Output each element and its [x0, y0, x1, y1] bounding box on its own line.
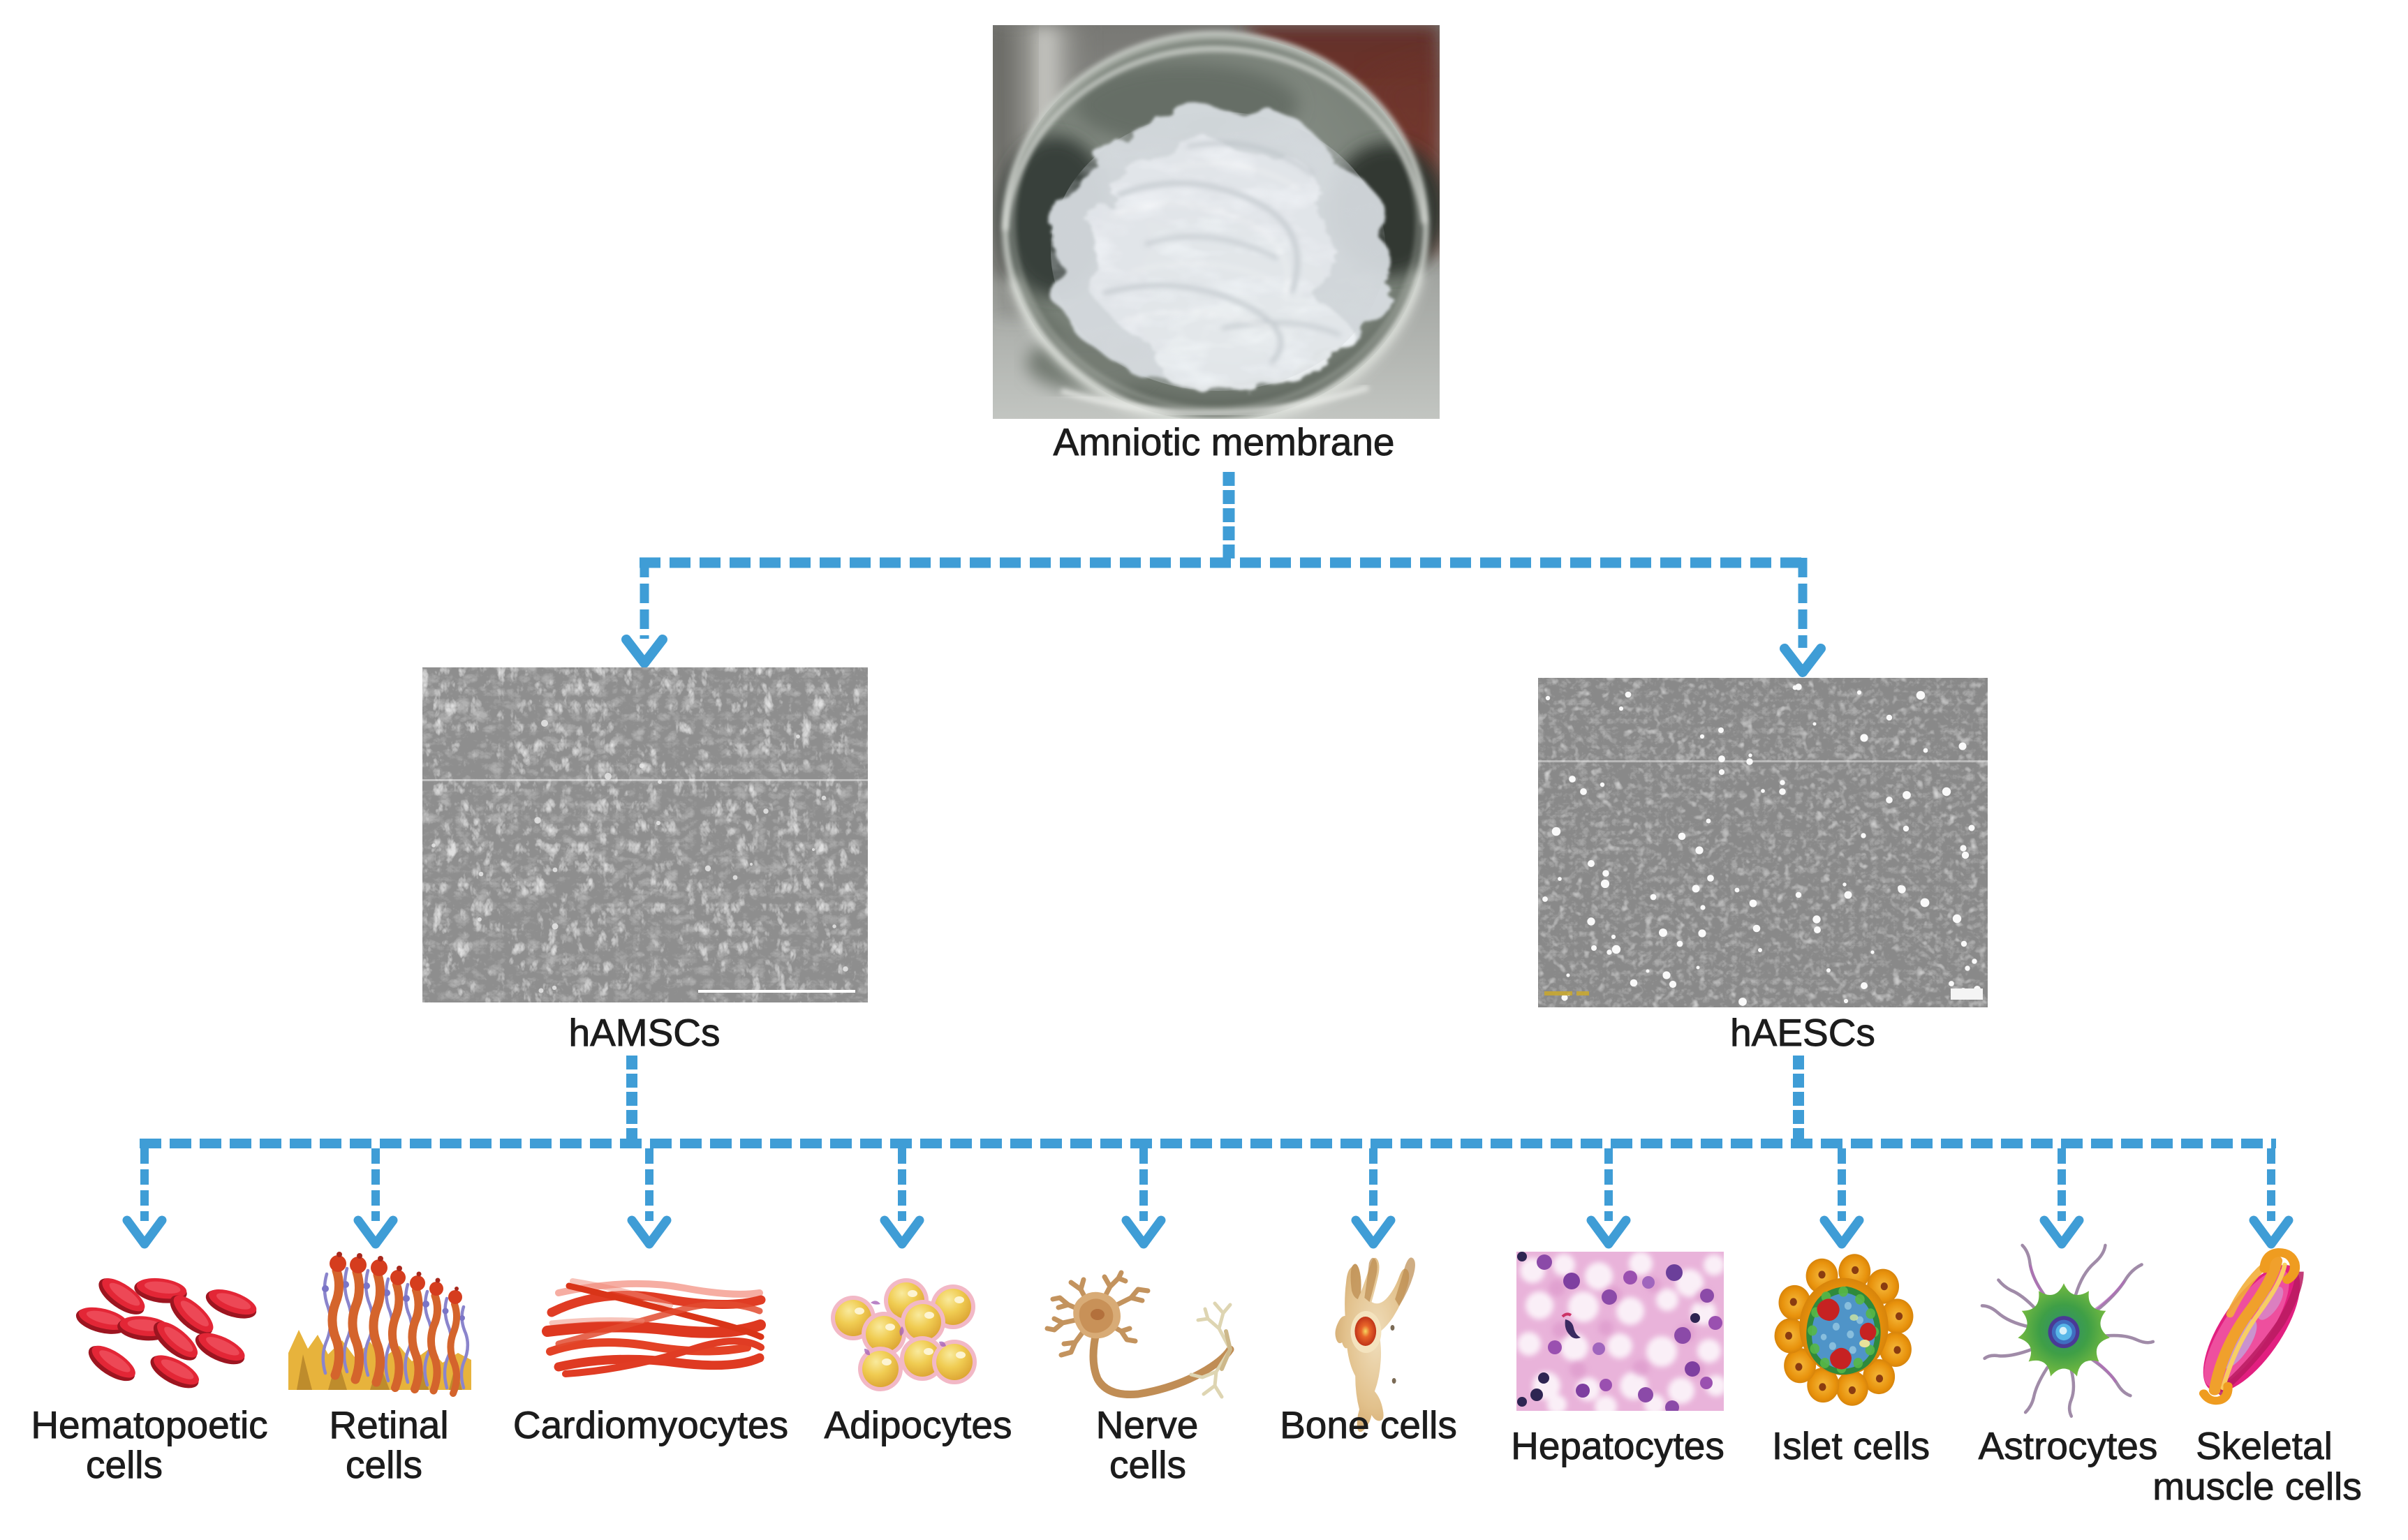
svg-text:Bone cells: Bone cells [1280, 1403, 1457, 1446]
svg-text:muscle cells: muscle cells [2152, 1465, 2362, 1508]
svg-text:Islet cells: Islet cells [1772, 1424, 1930, 1467]
svg-text:Astrocytes: Astrocytes [1979, 1424, 2158, 1467]
svg-text:hAMSCs: hAMSCs [569, 1011, 721, 1054]
svg-text:cells: cells [1109, 1443, 1186, 1486]
svg-text:Hepatocytes: Hepatocytes [1511, 1424, 1724, 1467]
svg-text:Adipocytes: Adipocytes [824, 1403, 1012, 1446]
svg-text:Hematopoetic: Hematopoetic [31, 1403, 267, 1446]
svg-text:hAESCs: hAESCs [1730, 1011, 1875, 1054]
svg-text:cells: cells [346, 1443, 422, 1486]
svg-text:Cardiomyocytes: Cardiomyocytes [513, 1403, 788, 1446]
svg-text:cells: cells [86, 1443, 163, 1486]
svg-text:Skeletal: Skeletal [2196, 1424, 2333, 1467]
svg-text:Retinal: Retinal [329, 1403, 448, 1446]
svg-text:Amniotic membrane: Amniotic membrane [1053, 420, 1394, 464]
svg-text:Nerve: Nerve [1096, 1403, 1199, 1446]
